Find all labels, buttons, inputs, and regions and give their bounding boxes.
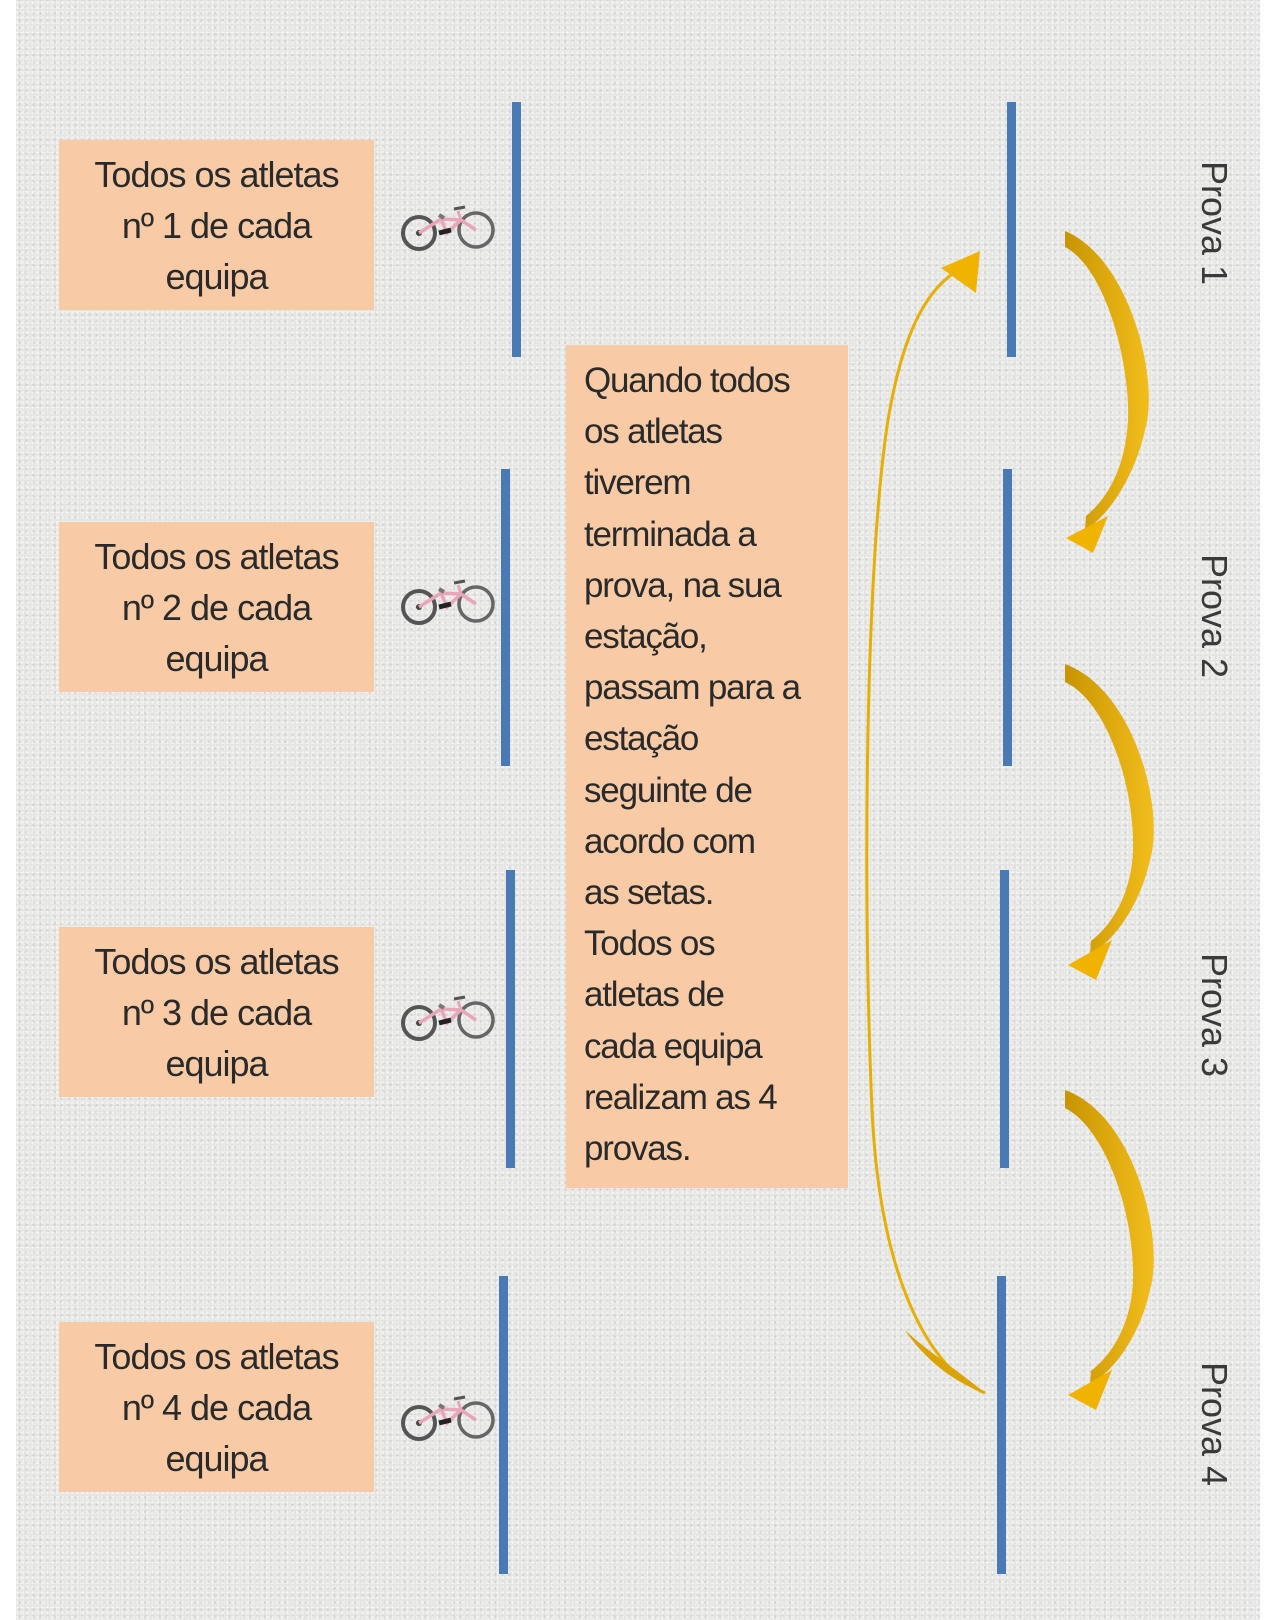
instruction-line: realizam as 4 — [584, 1077, 778, 1117]
bicycle-icon — [401, 579, 495, 625]
start-line-3 — [506, 870, 515, 1168]
athlete-group-1-line1: Todos os atletas — [94, 153, 339, 195]
instruction-line: terminada a — [584, 514, 757, 554]
station-line-1 — [1007, 102, 1016, 357]
instruction-line: seguinte de — [584, 770, 753, 810]
instruction-line: tiverem — [584, 463, 692, 503]
athlete-group-2-box: Todos os atletas nº 2 de cada equipa — [59, 522, 374, 692]
athlete-group-1-box: Todos os atletas nº 1 de cada equipa — [59, 140, 374, 310]
start-line-2 — [501, 469, 510, 766]
bicycle-icon — [401, 995, 495, 1041]
athlete-group-1-line3: equipa — [165, 255, 268, 297]
instruction-line: atletas de — [584, 975, 725, 1015]
instruction-line: provas. — [584, 1129, 692, 1169]
instruction-line: Todos os — [584, 924, 716, 964]
curved-arrow-icon — [1065, 231, 1149, 553]
left-border — [0, 0, 16, 1620]
athlete-group-3-line1: Todos os atletas — [94, 940, 339, 982]
athlete-group-4-line2: nº 4 de cada — [121, 1386, 312, 1428]
instruction-line: estação, — [584, 617, 708, 657]
station-label-4: Prova 4 — [1194, 1361, 1235, 1487]
station-label-1: Prova 1 — [1194, 160, 1235, 286]
athlete-group-4-line3: equipa — [165, 1437, 268, 1479]
start-line-4 — [499, 1276, 508, 1574]
athlete-group-3-box: Todos os atletas nº 3 de cada equipa — [59, 927, 374, 1097]
instruction-line: cada equipa — [584, 1026, 763, 1066]
start-line-1 — [512, 102, 521, 357]
return-arrow-icon — [865, 251, 986, 1395]
instruction-line: os atletas — [584, 412, 723, 452]
bicycle-icon — [401, 205, 495, 251]
athlete-group-2-line2: nº 2 de cada — [121, 586, 312, 628]
station-label-2: Prova 2 — [1194, 553, 1235, 679]
instruction-line: Quando todos — [584, 361, 791, 400]
athlete-group-2-line3: equipa — [165, 637, 268, 679]
station-label-3: Prova 3 — [1194, 952, 1235, 1078]
athlete-group-3-line2: nº 3 de cada — [121, 991, 312, 1033]
instruction-line: as setas. — [584, 873, 714, 913]
instruction-box: Quando todos os atletas tiverem terminad… — [566, 345, 848, 1188]
station-line-2 — [1003, 469, 1012, 766]
bicycle-icon — [401, 1395, 495, 1441]
curved-arrow-icon — [1065, 664, 1154, 980]
right-border — [1260, 0, 1276, 1620]
instruction-line: acordo com — [584, 821, 756, 861]
athlete-group-3-line3: equipa — [165, 1042, 268, 1084]
station-line-4 — [997, 1276, 1006, 1574]
athlete-group-2-line1: Todos os atletas — [94, 535, 339, 577]
athlete-group-1-line2: nº 1 de cada — [121, 204, 312, 246]
instruction-line: estação — [584, 719, 699, 759]
curved-arrow-icon — [1065, 1090, 1154, 1410]
instruction-line: prova, na sua — [584, 565, 782, 605]
athlete-group-4-line1: Todos os atletas — [94, 1335, 339, 1377]
instruction-line: passam para a — [584, 668, 801, 708]
station-line-3 — [1000, 870, 1009, 1168]
athlete-group-4-box: Todos os atletas nº 4 de cada equipa — [59, 1322, 374, 1492]
